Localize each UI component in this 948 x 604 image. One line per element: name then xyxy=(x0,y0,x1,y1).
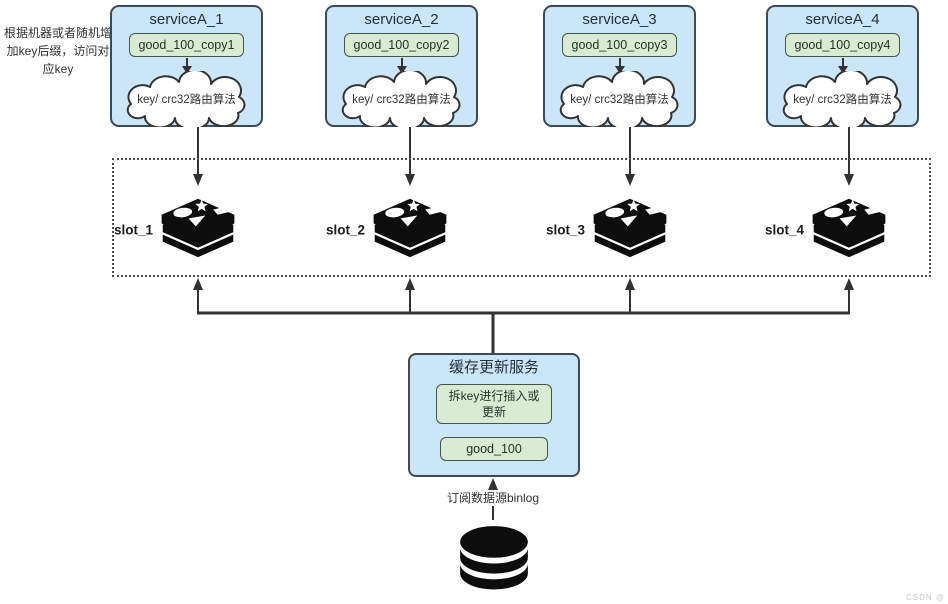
cloud-shape-icon xyxy=(341,71,460,127)
service-box-1: serviceA_1 good_100_copy1 key/ crc32路由算法 xyxy=(110,5,263,127)
cloud-shape-icon xyxy=(782,71,901,127)
cache-key-pill: good_100_copy1 xyxy=(128,33,245,57)
redis-stack-icon xyxy=(372,198,448,260)
watermark: CSDN @ xyxy=(905,593,945,602)
routing-algo-label: key/ crc32路由算法 xyxy=(570,93,669,106)
routing-algo-label: key/ crc32路由算法 xyxy=(793,93,892,106)
slots-frame xyxy=(112,158,931,277)
redis-stack-icon xyxy=(811,198,887,260)
routing-cloud: key/ crc32路由算法 xyxy=(117,71,257,127)
service-title: serviceA_2 xyxy=(364,11,439,28)
slot-node-2: slot_2 xyxy=(326,196,450,264)
redis-stack-icon xyxy=(592,198,668,260)
slot-label: slot_1 xyxy=(113,222,153,238)
service-title: serviceA_1 xyxy=(149,11,224,28)
good-100-pill: good_100 xyxy=(440,437,548,462)
service-title: serviceA_4 xyxy=(805,11,880,28)
bus-line xyxy=(197,311,850,354)
cache-service-title: 缓存更新服务 xyxy=(448,359,539,376)
routing-cloud: key/ crc32路由算法 xyxy=(773,71,913,127)
routing-algo-label: key/ crc32路由算法 xyxy=(352,93,451,106)
routing-cloud: key/ crc32路由算法 xyxy=(550,71,690,127)
redis-stack-icon xyxy=(160,198,236,260)
routing-algo-label: key/ crc32路由算法 xyxy=(137,93,236,106)
cache-key-pill: good_100_copy3 xyxy=(561,33,678,57)
cloud-shape-icon xyxy=(559,71,678,127)
bus-to-slot-arrows xyxy=(193,278,854,313)
cache-update-service-box: 缓存更新服务 拆key进行插入或更新 good_100 xyxy=(408,353,580,477)
arrow-down-icon xyxy=(400,58,403,66)
arrow-down-icon xyxy=(185,58,188,66)
slot-label: slot_3 xyxy=(545,222,585,238)
key-suffix-note: 根据机器或者随机增加key后缀，访问对应key xyxy=(3,26,112,76)
slot-node-1: slot_1 xyxy=(114,196,238,264)
service-title: serviceA_3 xyxy=(582,11,657,28)
slot-label: slot_4 xyxy=(764,222,804,238)
cloud-shape-icon xyxy=(126,71,245,127)
cache-key-pill: good_100_copy4 xyxy=(784,33,901,57)
service-box-4: serviceA_4 good_100_copy4 key/ crc32路由算法 xyxy=(766,5,919,127)
arrow-down-icon xyxy=(618,58,621,66)
service-box-3: serviceA_3 good_100_copy3 key/ crc32路由算法 xyxy=(543,5,696,127)
service-box-2: serviceA_2 good_100_copy2 key/ crc32路由算法 xyxy=(325,5,478,127)
binlog-label: 订阅数据源binlog xyxy=(446,491,540,505)
routing-cloud: key/ crc32路由算法 xyxy=(332,71,472,127)
database-cylinder-icon xyxy=(460,526,528,590)
slot-label: slot_2 xyxy=(325,222,365,238)
arrow-down-icon xyxy=(841,58,844,66)
cache-key-pill: good_100_copy2 xyxy=(343,33,460,57)
slot-node-3: slot_3 xyxy=(546,196,670,264)
slot-node-4: slot_4 xyxy=(765,196,889,264)
split-key-pill: 拆key进行插入或更新 xyxy=(436,384,552,425)
